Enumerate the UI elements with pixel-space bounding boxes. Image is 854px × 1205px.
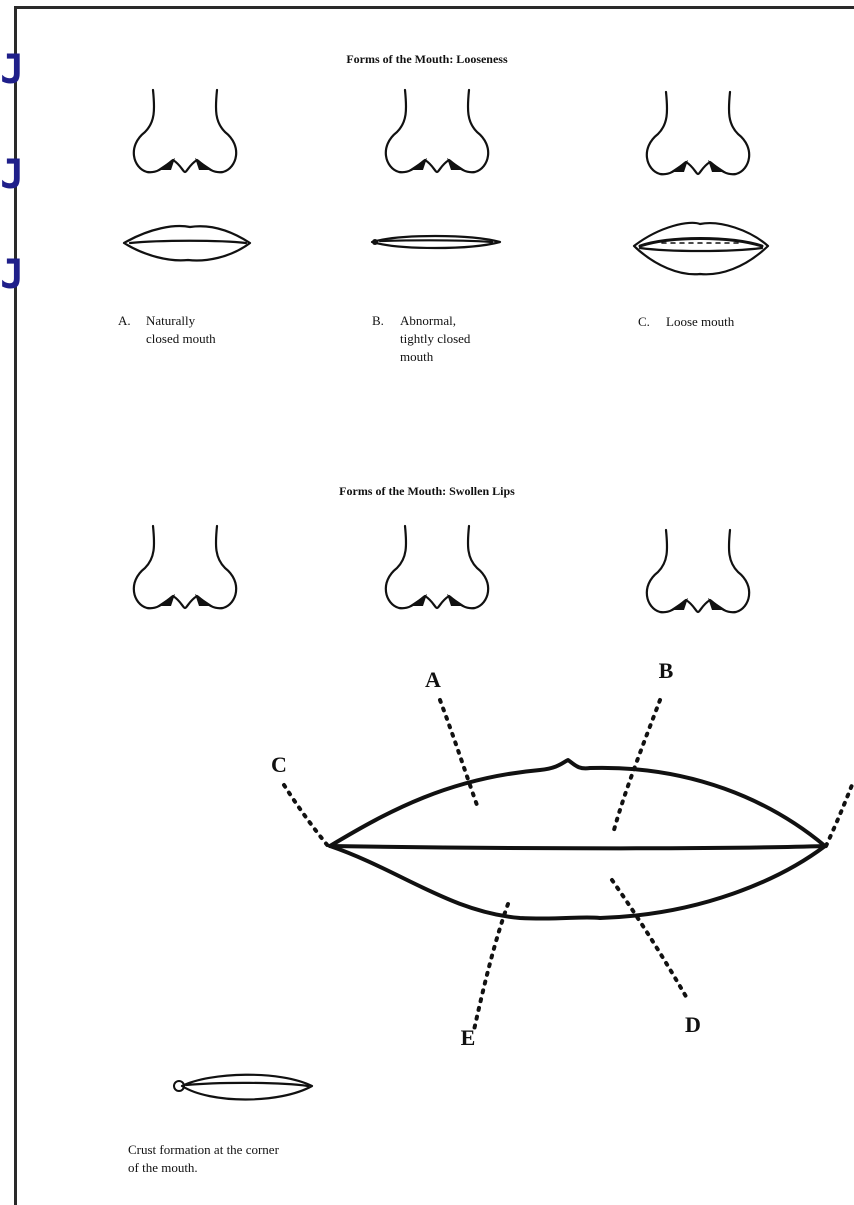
- label-e: E: [461, 1025, 476, 1050]
- leader-right: [826, 785, 852, 846]
- caption-b-line2: tightly closed: [372, 330, 470, 348]
- leader-d: [612, 880, 688, 1000]
- caption-b: B.Abnormal, tightly closed mouth: [372, 312, 470, 366]
- mouth-crust-formation: [174, 1075, 312, 1100]
- leader-e: [474, 904, 508, 1030]
- caption-a: A.Naturally closed mouth: [118, 312, 216, 348]
- caption-b-line1: Abnormal,: [400, 313, 456, 328]
- swollen-lips-diagram: [330, 760, 825, 919]
- crust-caption-line2: of the mouth.: [128, 1159, 279, 1177]
- caption-c: C.Loose mouth: [638, 313, 734, 331]
- label-a: A: [425, 667, 441, 692]
- caption-c-letter: C.: [638, 313, 666, 331]
- mouth-naturally-closed: [124, 226, 250, 260]
- nose-drawing-b: [386, 90, 488, 172]
- leader-lines: [284, 700, 852, 1030]
- label-c: C: [271, 752, 287, 777]
- leader-a: [440, 700, 478, 808]
- caption-a-line1: Naturally: [146, 313, 195, 328]
- nose-drawing-f: [647, 530, 749, 612]
- caption-a-line2: closed mouth: [118, 330, 216, 348]
- label-b: B: [659, 658, 674, 683]
- caption-c-line1: Loose mouth: [666, 314, 734, 329]
- mouth-tightly-closed: [372, 236, 500, 248]
- caption-b-line3: mouth: [372, 348, 470, 366]
- nose-drawing-c: [647, 92, 749, 174]
- label-d: D: [685, 1012, 701, 1037]
- section2-title: Forms of the Mouth: Swollen Lips: [0, 484, 854, 499]
- leader-c: [284, 785, 328, 846]
- crust-caption-line1: Crust formation at the corner: [128, 1141, 279, 1159]
- nose-drawing-e: [386, 526, 488, 608]
- nose-drawing-a: [134, 90, 236, 172]
- leader-b: [614, 700, 660, 830]
- caption-b-letter: B.: [372, 312, 400, 330]
- nose-drawing-d: [134, 526, 236, 608]
- caption-a-letter: A.: [118, 312, 146, 330]
- crust-caption: Crust formation at the corner of the mou…: [128, 1141, 279, 1177]
- mouth-loose: [634, 223, 768, 274]
